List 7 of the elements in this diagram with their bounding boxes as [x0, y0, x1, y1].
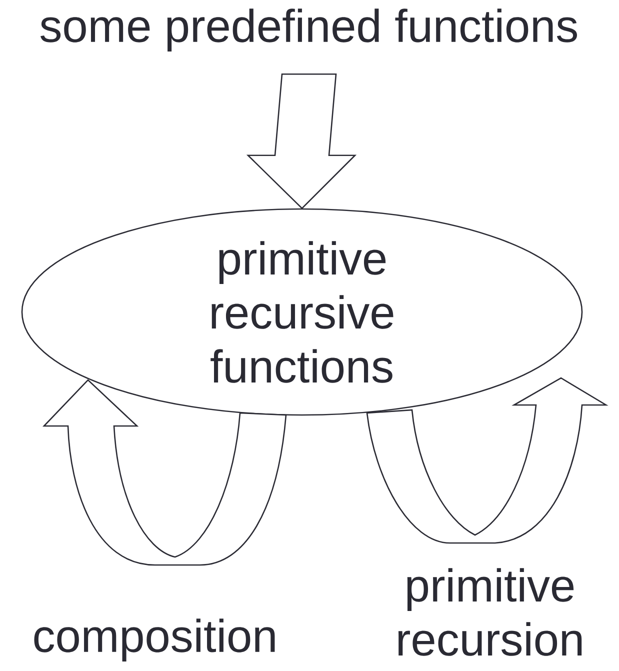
heading-text: some predefined functions — [40, 8, 577, 52]
edge-label: composition — [34, 618, 275, 662]
loop-arrow — [366, 377, 607, 544]
edge-label: primitive recursion — [398, 568, 582, 656]
ellipse-node: primitive recursive functions — [21, 208, 583, 416]
block-arrow — [246, 73, 357, 210]
loop-arrow — [43, 379, 287, 566]
